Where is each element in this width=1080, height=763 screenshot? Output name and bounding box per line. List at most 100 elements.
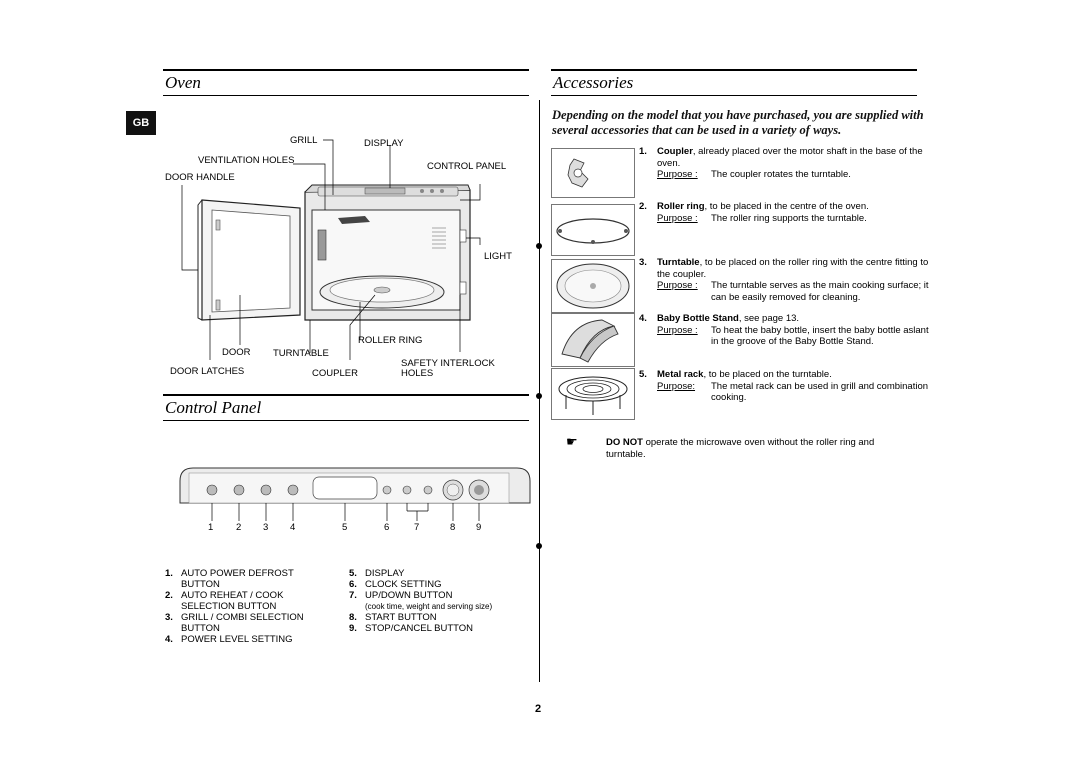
coupler-icon bbox=[567, 158, 589, 188]
legend-item: 5.DISPLAY bbox=[349, 568, 529, 579]
control-panel-legend-left: 1. AUTO POWER DEFROST BUTTON 2. AUTO REHEA… bbox=[165, 568, 325, 645]
control-panel-bottom-rule bbox=[163, 420, 529, 421]
baby-bottle-stand-image bbox=[551, 313, 635, 367]
accessory-item-turntable: 3. Turntable, to be placed on the roller… bbox=[639, 257, 929, 303]
warning-bold: DO NOT bbox=[606, 437, 643, 448]
legend-text: UP/DOWN BUTTON bbox=[365, 590, 453, 601]
purpose-label: Purpose : bbox=[657, 169, 698, 180]
holes-label: HOLES bbox=[401, 368, 434, 379]
accessory-name: Coupler bbox=[657, 146, 693, 157]
legend-num: 7. bbox=[349, 590, 357, 601]
purpose-text: To heat the baby bottle, insert the baby… bbox=[711, 324, 929, 348]
accessory-desc: , already placed over the motor shaft in… bbox=[657, 146, 923, 169]
legend-text: STOP/CANCEL BUTTON bbox=[365, 623, 474, 634]
callout-4: 4 bbox=[290, 522, 296, 533]
legend-item: 4. POWER LEVEL SETTING bbox=[165, 634, 325, 645]
turntable-label: TURNTABLE bbox=[273, 348, 329, 359]
legend-text: DISPLAY bbox=[365, 568, 405, 579]
safety-interlock-label: SAFETY INTERLOCK bbox=[401, 358, 495, 369]
door-latches-label: DOOR LATCHES bbox=[170, 366, 245, 377]
accessories-top-rule bbox=[551, 69, 917, 71]
warning-note: DO NOT operate the microwave oven withou… bbox=[606, 437, 906, 460]
legend-text: AUTO POWER DEFROST BUTTON bbox=[181, 568, 294, 590]
purpose-label: Purpose : bbox=[657, 280, 698, 291]
ventilation-holes-label: VENTILATION HOLES bbox=[198, 155, 295, 166]
accessory-num: 4. bbox=[639, 313, 647, 324]
legend-text: CLOCK SETTING bbox=[365, 579, 442, 590]
legend-num: 6. bbox=[349, 579, 357, 590]
purpose-label: Purpose : bbox=[657, 324, 698, 336]
callout-9: 9 bbox=[476, 522, 482, 533]
light-label: LIGHT bbox=[484, 251, 512, 262]
turntable-icon bbox=[556, 263, 630, 309]
baby-bottle-stand-icon bbox=[561, 319, 619, 363]
callout-7: 7 bbox=[414, 522, 420, 533]
accessory-desc: , to be placed in the centre of the oven… bbox=[704, 201, 869, 212]
divider-dot bbox=[536, 543, 542, 549]
callout-1: 1 bbox=[208, 522, 214, 533]
accessories-intro: Depending on the model that you have pur… bbox=[552, 108, 924, 137]
oven-top-rule bbox=[163, 69, 529, 71]
page-number: 2 bbox=[535, 703, 542, 715]
purpose-text: The roller ring supports the turntable. bbox=[711, 212, 867, 224]
accessory-name: Roller ring bbox=[657, 201, 705, 212]
accessory-name: Baby Bottle Stand bbox=[657, 313, 739, 324]
legend-num: 1. bbox=[165, 568, 173, 579]
accessory-desc: , see page 13. bbox=[738, 313, 800, 324]
legend-item: 7. UP/DOWN BUTTON bbox=[349, 590, 529, 601]
oven-diagram bbox=[181, 139, 481, 360]
oven-bottom-rule bbox=[163, 95, 529, 96]
callout-3: 3 bbox=[263, 522, 269, 533]
roller-ring-icon bbox=[556, 218, 630, 244]
pointing-hand-icon: ☛ bbox=[566, 434, 578, 449]
callout-5: 5 bbox=[342, 522, 348, 533]
roller-ring-image bbox=[551, 204, 635, 256]
callout-6: 6 bbox=[384, 522, 390, 533]
purpose-label: Purpose : bbox=[657, 212, 698, 224]
metal-rack-icon bbox=[558, 376, 628, 415]
metal-rack-image bbox=[551, 368, 635, 420]
legend-text: POWER LEVEL SETTING bbox=[181, 634, 293, 645]
warning-text: operate the microwave oven without the r… bbox=[606, 437, 875, 460]
legend-item: 8. START BUTTON bbox=[349, 612, 529, 623]
accessory-desc: , to be placed on the roller ring with t… bbox=[657, 257, 929, 280]
accessory-num: 3. bbox=[639, 257, 647, 268]
accessories-title: Accessories bbox=[553, 73, 634, 92]
legend-num: 4. bbox=[165, 634, 173, 645]
legend-item: 1. AUTO POWER DEFROST BUTTON bbox=[165, 568, 325, 590]
control-panel-title: Control Panel bbox=[165, 398, 262, 417]
accessories-bottom-rule bbox=[551, 95, 917, 96]
legend-note: (cook time, weight and serving size) bbox=[365, 602, 493, 611]
control-panel-label: CONTROL PANEL bbox=[427, 161, 507, 172]
legend-item: 9. STOP/CANCEL BUTTON bbox=[349, 623, 529, 634]
legend-item: 3.GRILL / COMBI SELECTION BUTTON bbox=[165, 612, 325, 634]
purpose-text: The coupler rotates the turntable. bbox=[711, 169, 851, 180]
accessory-desc: , to be placed on the turntable. bbox=[703, 369, 832, 380]
control-panel-top-rule bbox=[163, 394, 529, 396]
callout-2: 2 bbox=[236, 522, 242, 533]
legend-text: START BUTTON bbox=[365, 612, 437, 623]
grill-label: GRILL bbox=[290, 135, 318, 146]
purpose-text: The turntable serves as the main cooking… bbox=[711, 280, 929, 303]
door-label: DOOR bbox=[222, 347, 251, 358]
legend-item: 6. CLOCK SETTING bbox=[349, 579, 529, 590]
turntable-image bbox=[551, 259, 635, 313]
legend-item: 2. AUTO REHEAT / COOK SELECTION BUTTON bbox=[165, 590, 325, 612]
legend-text: GRILL / COMBI SELECTION BUTTON bbox=[181, 612, 304, 634]
accessory-item-metal-rack: 5. Metal rack, to be placed on the turnt… bbox=[639, 369, 929, 404]
control-panel-legend-right: 5.DISPLAY 6. CLOCK SETTING 7. UP/DOWN BUTT… bbox=[349, 568, 529, 634]
legend-num: 8. bbox=[349, 612, 357, 623]
accessory-num: 2. bbox=[639, 201, 647, 212]
purpose-label: Purpose: bbox=[657, 380, 696, 392]
accessory-item-roller-ring: 2. Roller ring, to be placed in the cent… bbox=[639, 201, 929, 224]
accessory-num: 5. bbox=[639, 369, 647, 380]
legend-text: AUTO REHEAT / COOK SELECTION BUTTON bbox=[181, 590, 284, 612]
legend-num: 9. bbox=[349, 623, 357, 634]
control-panel-diagram bbox=[179, 467, 531, 521]
accessory-name: Metal rack bbox=[657, 369, 704, 380]
accessory-item-coupler: 1. Coupler, already placed over the moto… bbox=[639, 146, 929, 181]
display-label: DISPLAY bbox=[364, 138, 404, 149]
accessory-item-baby-bottle-stand: 4. Baby Bottle Stand, see page 13. Purpo… bbox=[639, 313, 929, 348]
door-handle-label: DOOR HANDLE bbox=[165, 172, 235, 183]
legend-num: 2. bbox=[165, 590, 173, 601]
